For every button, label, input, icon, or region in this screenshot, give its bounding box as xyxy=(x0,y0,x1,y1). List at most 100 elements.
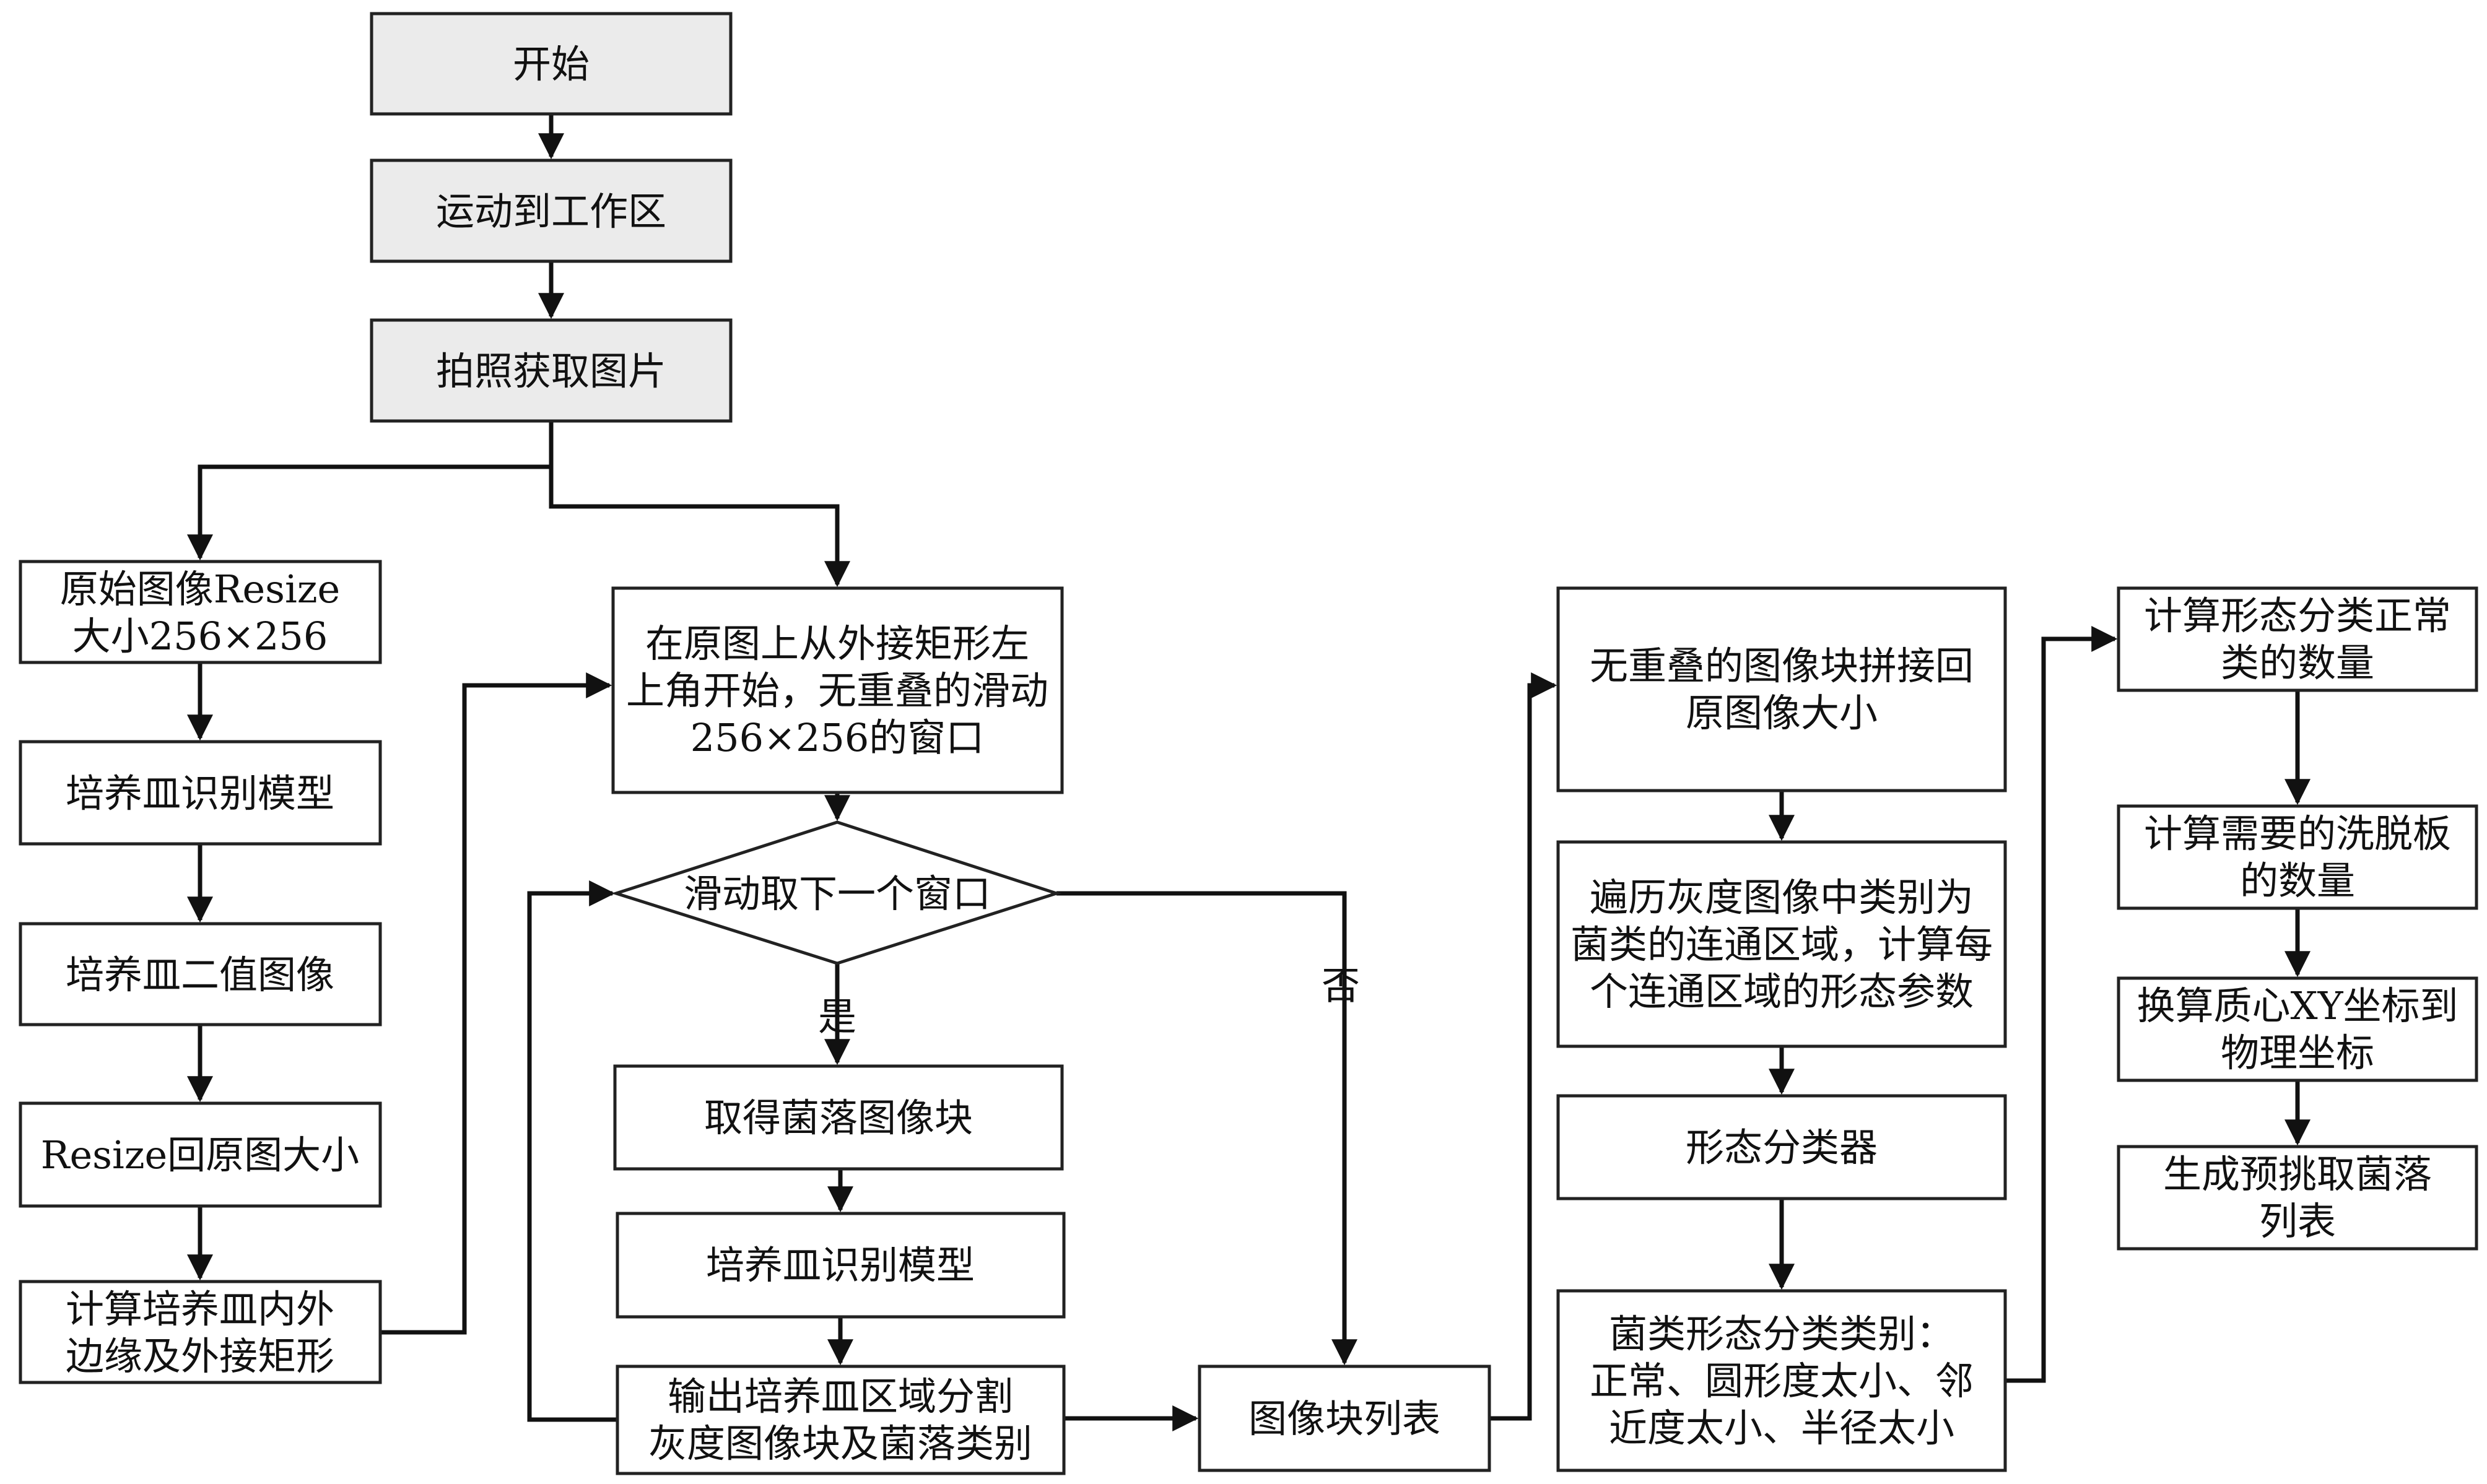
node-pick-list-box xyxy=(2117,1145,2478,1251)
node-resize-back: Resize回原图大小 xyxy=(19,1101,382,1208)
node-output-text: 输出培养皿区域分割灰度图像块及菌落类别 xyxy=(648,1374,1032,1466)
node-line: 计算形态分类正常 xyxy=(2144,593,2451,638)
node-line: 拍照获取图片 xyxy=(436,349,666,394)
node-classifier-box xyxy=(1556,1094,2007,1200)
node-move-text: 运动到工作区 xyxy=(436,189,666,234)
node-line: 大小256×256 xyxy=(72,614,328,659)
node-line: 正常、圆形度太小、邻 xyxy=(1590,1358,1974,1404)
node-line: 换算质心XY坐标到 xyxy=(2136,983,2458,1028)
edge-output-to-next_window xyxy=(527,880,617,1422)
node-categories-box xyxy=(1556,1289,2007,1472)
node-edges-box xyxy=(19,1280,382,1384)
node-line: Resize回原图大小 xyxy=(41,1132,359,1178)
node-count-normal-text: 计算形态分类正常类的数量 xyxy=(2144,593,2451,685)
node-edges: 计算培养皿内外边缘及外接矩形 xyxy=(19,1280,382,1384)
node-line: 近度太小、半径太小 xyxy=(1609,1405,1954,1451)
node-output-box xyxy=(616,1365,1066,1475)
node-line: 图像块列表 xyxy=(1248,1396,1440,1441)
node-line: 列表 xyxy=(2259,1199,2336,1244)
node-line: 形态分类器 xyxy=(1686,1125,1878,1170)
node-count-plates-text: 计算需要的洗脱板的数量 xyxy=(2144,811,2451,903)
node-traverse: 遍历灰度图像中类别为菌类的连通区域，计算每个连通区域的形态参数 xyxy=(1556,840,2007,1048)
node-line: 开始 xyxy=(513,41,590,87)
node-count-plates: 计算需要的洗脱板的数量 xyxy=(2117,804,2478,910)
node-line: 灰度图像块及菌落类别 xyxy=(648,1421,1032,1466)
node-line: 边缘及外接矩形 xyxy=(66,1334,334,1379)
node-binary-text: 培养皿二值图像 xyxy=(66,952,334,997)
node-next-window-text: 滑动取下一个窗口 xyxy=(684,871,991,916)
node-line: 培养皿识别模型 xyxy=(66,771,334,816)
node-classifier: 形态分类器 xyxy=(1556,1094,2007,1200)
node-start: 开始 xyxy=(370,12,733,116)
node-line: 计算培养皿内外 xyxy=(66,1287,334,1332)
node-edges-text: 计算培养皿内外边缘及外接矩形 xyxy=(66,1287,334,1379)
edge-photo-to-window xyxy=(549,421,850,588)
node-line: 取得菌落图像块 xyxy=(704,1095,973,1140)
node-dish-model-2-text: 培养皿识别模型 xyxy=(706,1243,975,1288)
node-stitch: 无重叠的图像块拼接回原图像大小 xyxy=(1556,586,2007,792)
node-get-patch-text: 取得菌落图像块 xyxy=(704,1095,973,1140)
node-move: 运动到工作区 xyxy=(370,158,733,263)
node-dish-model-2-box xyxy=(616,1212,1066,1319)
node-dish-model-1-text: 培养皿识别模型 xyxy=(66,771,334,816)
node-line: 输出培养皿区域分割 xyxy=(668,1374,1013,1419)
node-patch-list: 图像块列表 xyxy=(1198,1365,1491,1472)
node-line: 在原图上从外接矩形左 xyxy=(645,621,1029,666)
node-categories: 菌类形态分类类别：正常、圆形度太小、邻近度太小、半径太小 xyxy=(1556,1289,2007,1472)
node-line: 原始图像Resize xyxy=(60,566,340,612)
node-line: 类的数量 xyxy=(2221,640,2374,685)
node-photo: 拍照获取图片 xyxy=(370,318,733,423)
node-line: 培养皿识别模型 xyxy=(706,1243,975,1288)
node-line: 培养皿二值图像 xyxy=(66,952,334,997)
edge-categories-to-count_normal xyxy=(2005,626,2118,1383)
node-dish-model-2: 培养皿识别模型 xyxy=(616,1212,1066,1319)
node-line: 遍历灰度图像中类别为 xyxy=(1590,875,1974,920)
edge-labels-layer: 是 否 xyxy=(818,963,1360,1039)
edge-photo-to-resize xyxy=(187,421,554,561)
node-count-normal-box xyxy=(2117,586,2478,692)
node-patch-list-box xyxy=(1198,1365,1491,1472)
node-window-box xyxy=(611,586,1064,794)
node-convert-xy-text: 换算质心XY坐标到物理坐标 xyxy=(2136,983,2458,1075)
node-start-box xyxy=(370,12,733,116)
node-line: 菌类形态分类类别： xyxy=(1609,1311,1954,1356)
edge-patch_list-to-stitch xyxy=(1489,672,1557,1421)
node-line: 生成预挑取菌落 xyxy=(2163,1152,2432,1197)
node-pick-list: 生成预挑取菌落列表 xyxy=(2117,1145,2478,1251)
node-line: 滑动取下一个窗口 xyxy=(684,871,991,916)
node-categories-text: 菌类形态分类类别：正常、圆形度太小、邻近度太小、半径太小 xyxy=(1590,1311,1974,1451)
node-output: 输出培养皿区域分割灰度图像块及菌落类别 xyxy=(616,1365,1066,1475)
node-classifier-text: 形态分类器 xyxy=(1686,1125,1878,1170)
node-line: 计算需要的洗脱板 xyxy=(2144,811,2451,856)
node-resize-back-text: Resize回原图大小 xyxy=(41,1132,359,1178)
node-resize-back-box xyxy=(19,1101,382,1208)
node-count-normal: 计算形态分类正常类的数量 xyxy=(2117,586,2478,692)
node-dish-model-1-box xyxy=(19,740,382,846)
node-stitch-box xyxy=(1556,586,2007,792)
edge-label-no: 否 xyxy=(1322,963,1360,1009)
node-next-window: 滑动取下一个窗口 xyxy=(611,820,1062,965)
node-convert-xy: 换算质心XY坐标到物理坐标 xyxy=(2117,976,2478,1082)
node-resize-box xyxy=(19,560,382,664)
node-get-patch: 取得菌落图像块 xyxy=(613,1064,1064,1171)
node-next-window-diamond xyxy=(611,820,1062,965)
node-line: 256×256的窗口 xyxy=(690,715,985,760)
node-line: 运动到工作区 xyxy=(436,189,666,234)
node-move-box xyxy=(370,158,733,263)
node-line: 无重叠的图像块拼接回 xyxy=(1590,643,1974,688)
node-photo-box xyxy=(370,318,733,423)
node-binary-box xyxy=(19,922,382,1026)
node-start-text: 开始 xyxy=(513,41,590,87)
node-line: 物理坐标 xyxy=(2221,1030,2374,1075)
node-stitch-text: 无重叠的图像块拼接回原图像大小 xyxy=(1590,643,1974,735)
node-count-plates-box xyxy=(2117,804,2478,910)
node-traverse-box xyxy=(1556,840,2007,1048)
node-photo-text: 拍照获取图片 xyxy=(436,349,666,394)
node-patch-list-text: 图像块列表 xyxy=(1248,1396,1440,1441)
node-line: 原图像大小 xyxy=(1686,690,1878,735)
